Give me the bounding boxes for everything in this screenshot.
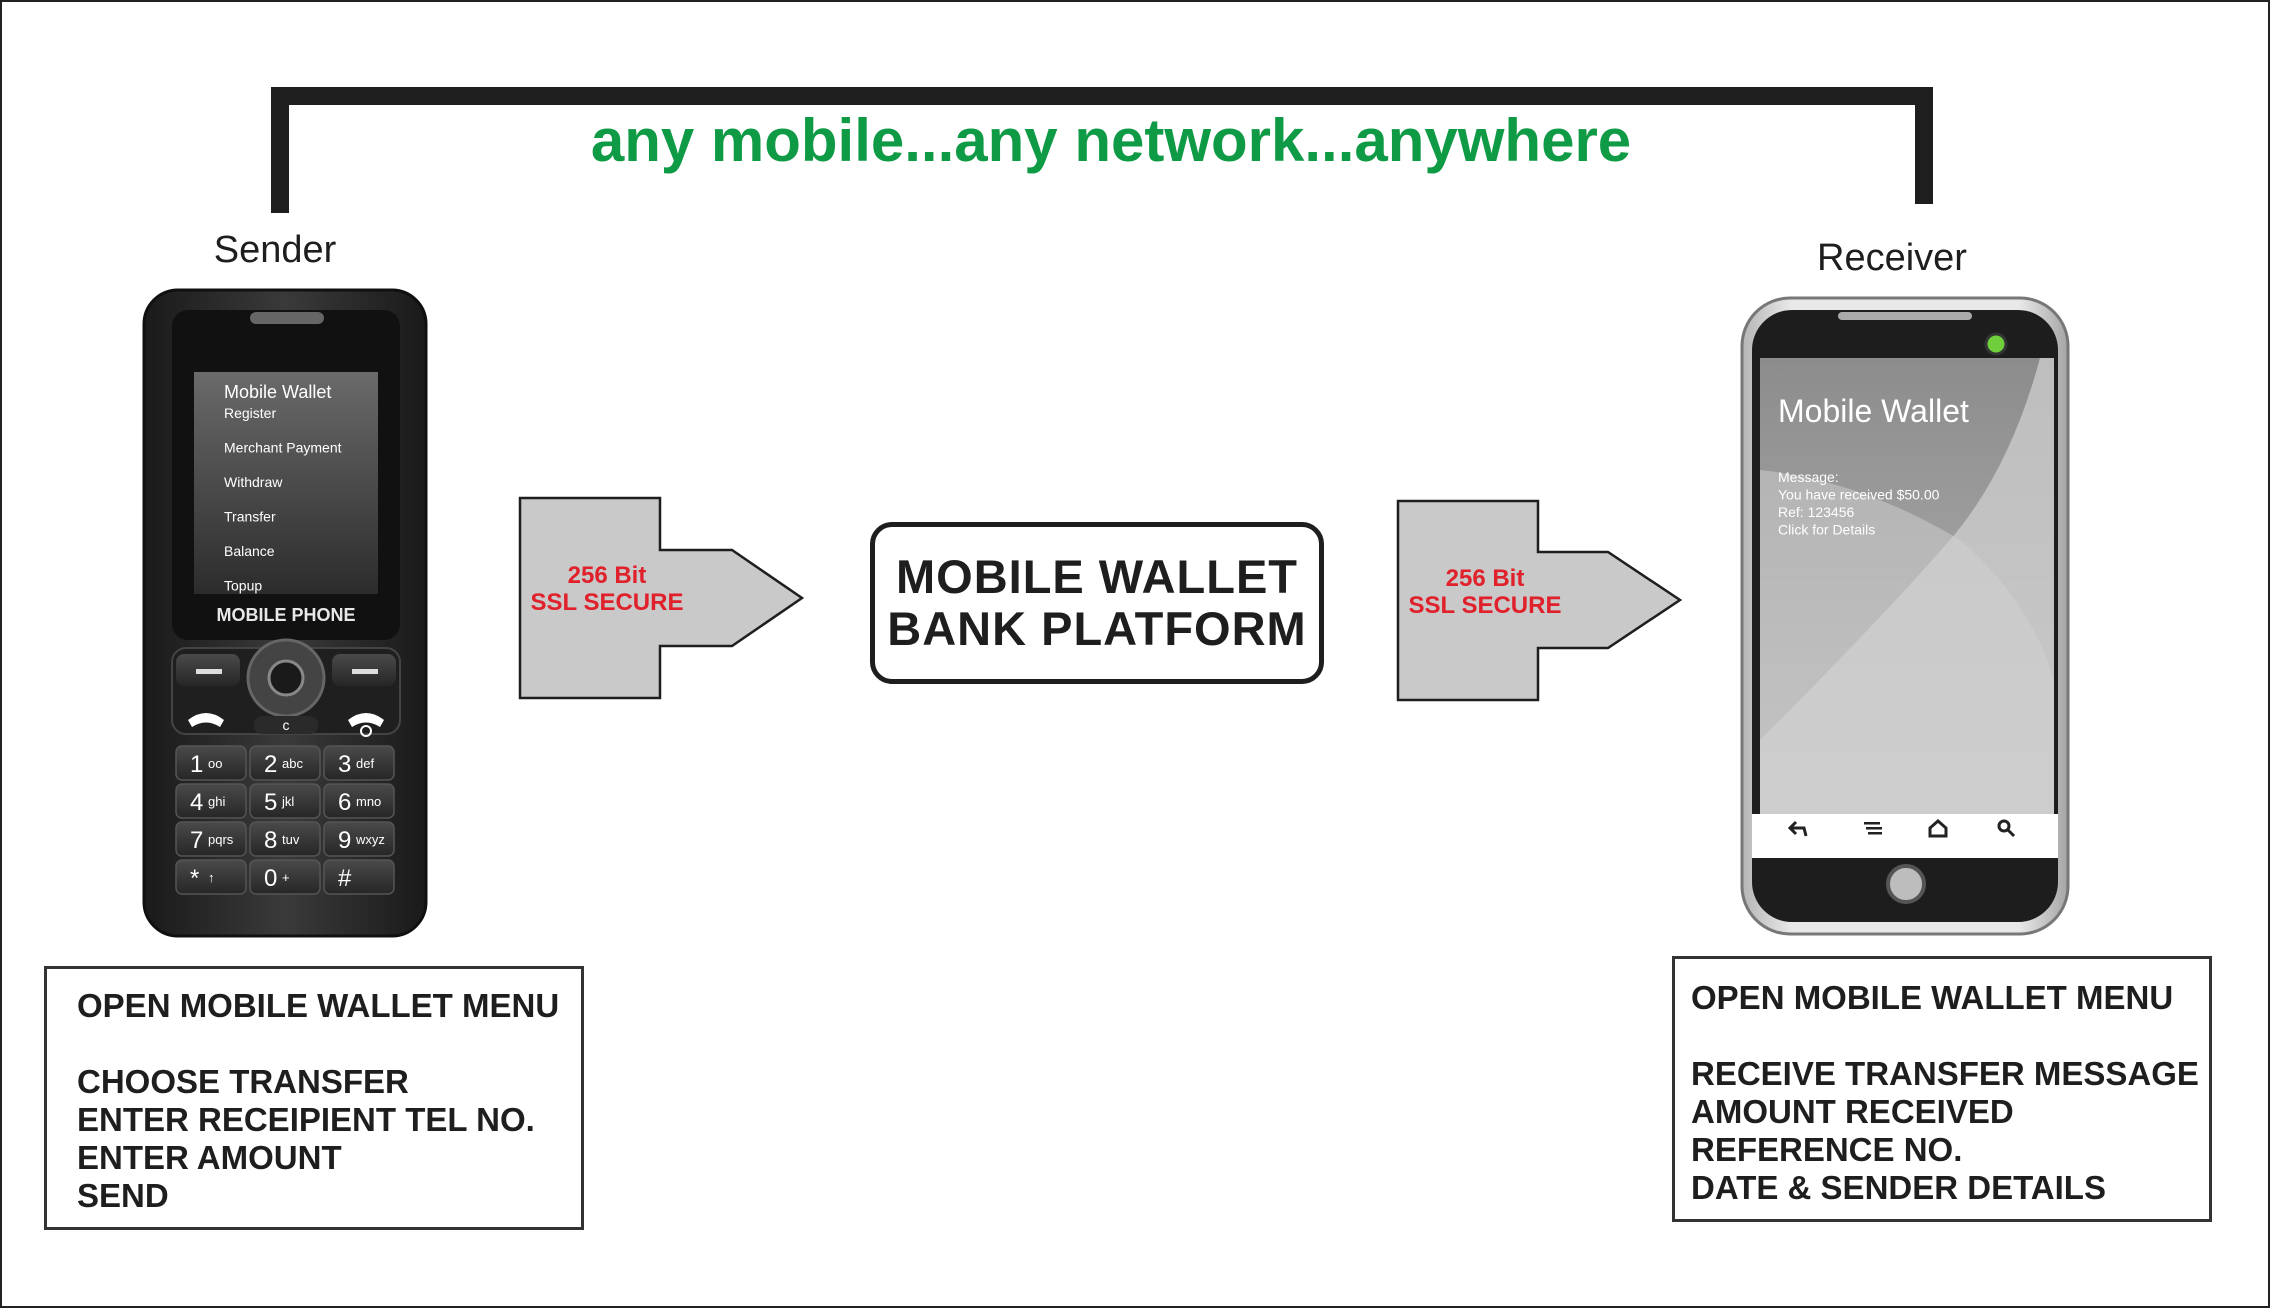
phone-brand: MOBILE PHONE [216,605,355,625]
receiver-phone: Mobile Wallet Message: You have received … [1740,296,2070,936]
key: 4 ghi [175,783,247,819]
search-icon [1997,819,2016,838]
key-letters: ↑ [208,870,215,885]
receiver-steps-box: OPEN MOBILE WALLET MENU RECEIVE TRANSFER… [1672,956,2212,1222]
nav-center-key [267,659,305,697]
sender-label: Sender [214,229,337,271]
speaker-grille [1838,312,1972,320]
message-line: Ref: 123456 [1778,504,1854,520]
menu-item: Topup [224,578,262,594]
key: 3 def [323,745,395,781]
app-title: Mobile Wallet [1778,393,1969,429]
message-line: Click for Details [1778,522,1875,538]
key-letters: jkl [281,794,294,809]
menu-item: Balance [224,543,275,559]
menu-item: Withdraw [224,474,283,490]
tagline: any mobile...any network...anywhere [590,107,1632,174]
clear-key-label: c [283,717,290,733]
message-line: You have received $50.00 [1778,487,1940,503]
key-digit: 6 [338,789,351,816]
key-digit: 2 [264,751,277,778]
key: 5 jkl [249,783,321,819]
menu-item: Register [224,405,276,421]
ssl-bits-right: 256 Bit [1445,565,1525,592]
ssl-arrow-left [518,496,805,700]
sender-steps-box: OPEN MOBILE WALLET MENU CHOOSE TRANSFER … [44,966,584,1230]
ssl-badge-right: 256 Bit SSL SECURE [1400,565,1570,619]
menu-title: Mobile Wallet [224,382,331,402]
receiver-step: DATE & SENDER DETAILS [1691,1169,2106,1206]
receiver-label: Receiver [1817,237,1967,279]
ssl-bits-left: 256 Bit [567,562,647,589]
call-icon [188,713,224,727]
key-letters: oo [208,756,222,771]
key: 6 mno [323,783,395,819]
key: 8 tuv [249,821,321,857]
ssl-arrow-right [1396,499,1683,702]
key: 1 oo [175,745,247,781]
ssl-secure-right: SSL SECURE [1408,592,1562,619]
bank-platform-box: MOBILE WALLET BANK PLATFORM [870,522,1324,684]
receiver-step: RECEIVE TRANSFER MESSAGE [1691,1055,2199,1092]
menu-icon [1864,822,1882,835]
receiver-step-spacer [1691,1017,2209,1055]
end-call-icon [348,713,384,737]
clear-key [254,716,318,734]
key-digit: 0 [264,865,277,892]
sender-step: ENTER RECEIPIENT TEL NO. [77,1101,535,1138]
key-digit: # [338,865,352,892]
message-line: Message: [1778,469,1839,485]
receiver-step: REFERENCE NO. [1691,1131,1963,1168]
sender-step: OPEN MOBILE WALLET MENU [77,987,560,1024]
sender-step: CHOOSE TRANSFER [77,1063,409,1100]
key-letters: ghi [208,794,225,809]
key: 7 pqrs [175,821,247,857]
key-letters: + [282,870,290,885]
key-digit: 9 [338,827,351,854]
key-letters: mno [356,794,381,809]
key-digit: 8 [264,827,277,854]
key: 2 abc [249,745,321,781]
key: # [323,859,395,895]
key-digit: 7 [190,827,203,854]
key-digit: 5 [264,789,277,816]
key-letters: tuv [282,832,300,847]
key-letters: wxyz [355,832,385,847]
camera-icon [1984,332,2008,356]
key-digit: 1 [190,751,203,778]
ssl-secure-left: SSL SECURE [530,589,684,616]
home-icon [1928,819,1948,838]
receiver-step: AMOUNT RECEIVED [1691,1093,2014,1130]
platform-line-2: BANK PLATFORM [887,602,1307,655]
platform-line-1: MOBILE WALLET [895,550,1298,603]
sender-step: ENTER AMOUNT [77,1139,342,1176]
key: *↑ [175,859,247,895]
key: 9 wxyz [323,821,395,857]
earpiece [250,312,324,324]
menu-item: Merchant Payment [224,440,342,456]
key-digit: 3 [338,751,351,778]
key: 0+ [249,859,321,895]
key-letters: def [356,756,374,771]
receiver-step: OPEN MOBILE WALLET MENU [1691,979,2174,1016]
back-icon [1787,820,1808,837]
home-button [1886,864,1926,904]
key-digit: * [190,865,199,892]
key-digit: 4 [190,789,203,816]
key-letters: abc [282,756,303,771]
sender-step: SEND [77,1177,169,1214]
sender-phone-screen [194,372,378,594]
ssl-badge-left: 256 Bit SSL SECURE [522,562,692,616]
connector-bracket [271,87,1933,213]
menu-item: Transfer [224,509,276,525]
key-letters: pqrs [208,832,234,847]
sender-step-spacer [77,1025,581,1063]
